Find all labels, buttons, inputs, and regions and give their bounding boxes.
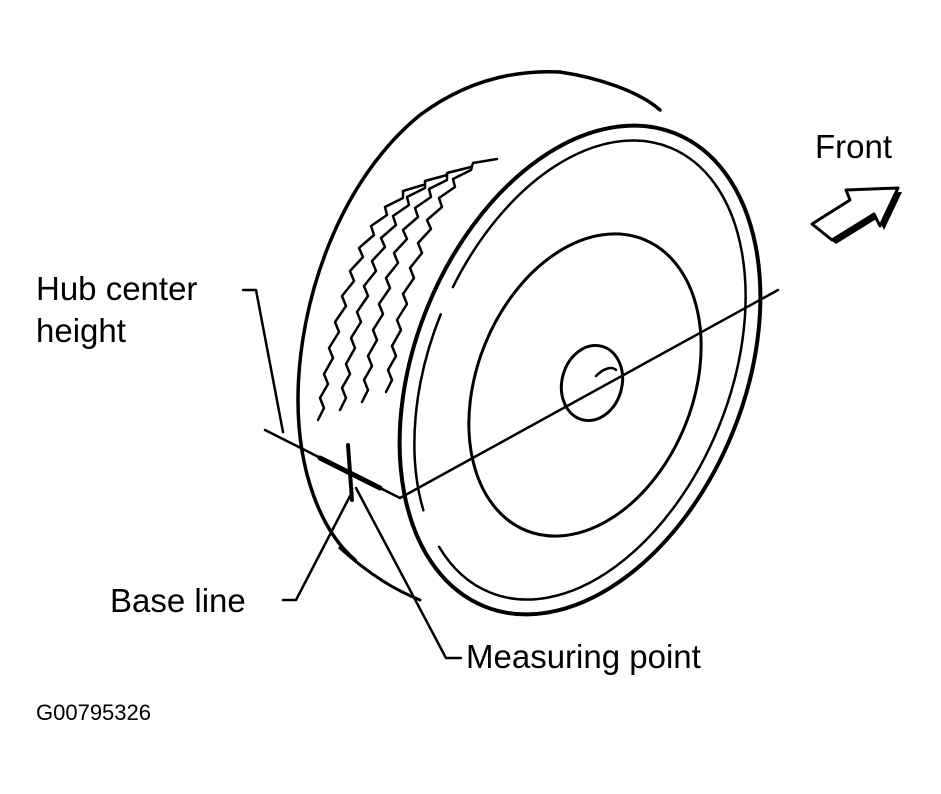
front-label: Front (815, 128, 892, 165)
wheel-rim (467, 232, 703, 538)
leader-lines (241, 288, 463, 660)
tread-grooves (316, 157, 499, 422)
arrow-right-icon (810, 186, 902, 244)
base-line-label: Base line (110, 582, 246, 619)
figure-code: G00795326 (36, 700, 151, 725)
hub-center-height-line (398, 288, 780, 500)
base-line-marker (263, 428, 402, 502)
hub-center-label-line2: height (36, 312, 126, 349)
sidewall (397, 123, 763, 617)
hub-center-label-line1: Hub center (36, 270, 197, 307)
measuring-point-label: Measuring point (466, 638, 701, 675)
hub (559, 343, 625, 423)
